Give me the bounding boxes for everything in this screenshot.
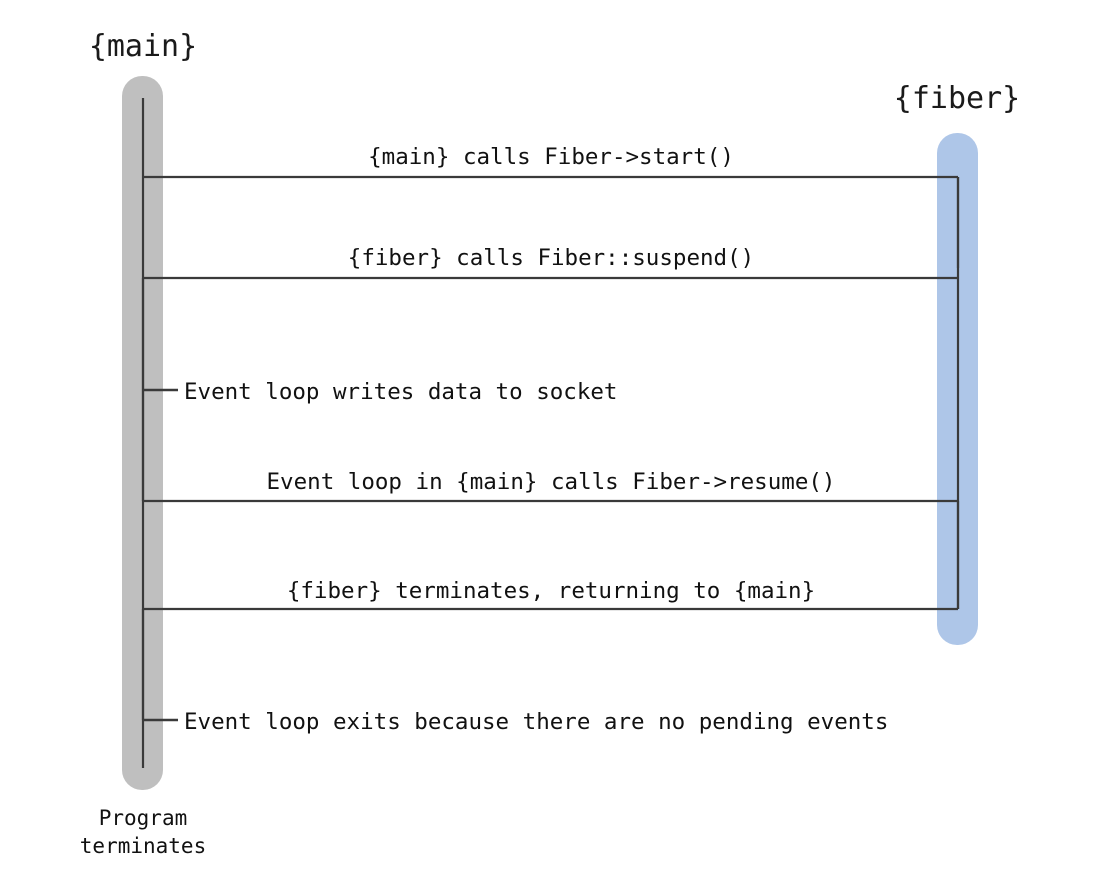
actor-label-main: {main} xyxy=(89,29,197,64)
message-label-fiber-terminates: {fiber} terminates, returning to {main} xyxy=(287,578,815,604)
footnote-line-2: terminates xyxy=(80,834,206,858)
message-label-main-calls-start: {main} calls Fiber->start() xyxy=(368,144,734,170)
footnote-line-1: Program xyxy=(99,806,188,830)
footnote-layer: Program terminates xyxy=(80,806,206,858)
message-label-event-loop-writes: Event loop writes data to socket xyxy=(184,379,617,405)
message-label-event-loop-exits: Event loop exits because there are no pe… xyxy=(184,709,888,735)
message-label-event-loop-resumes: Event loop in {main} calls Fiber->resume… xyxy=(267,469,836,495)
message-labels-layer: {main} calls Fiber->start() {fiber} calls… xyxy=(184,144,888,735)
actor-label-fiber: {fiber} xyxy=(894,81,1020,116)
message-label-fiber-calls-suspend: {fiber} calls Fiber::suspend() xyxy=(348,245,754,271)
messages-layer xyxy=(141,175,960,722)
